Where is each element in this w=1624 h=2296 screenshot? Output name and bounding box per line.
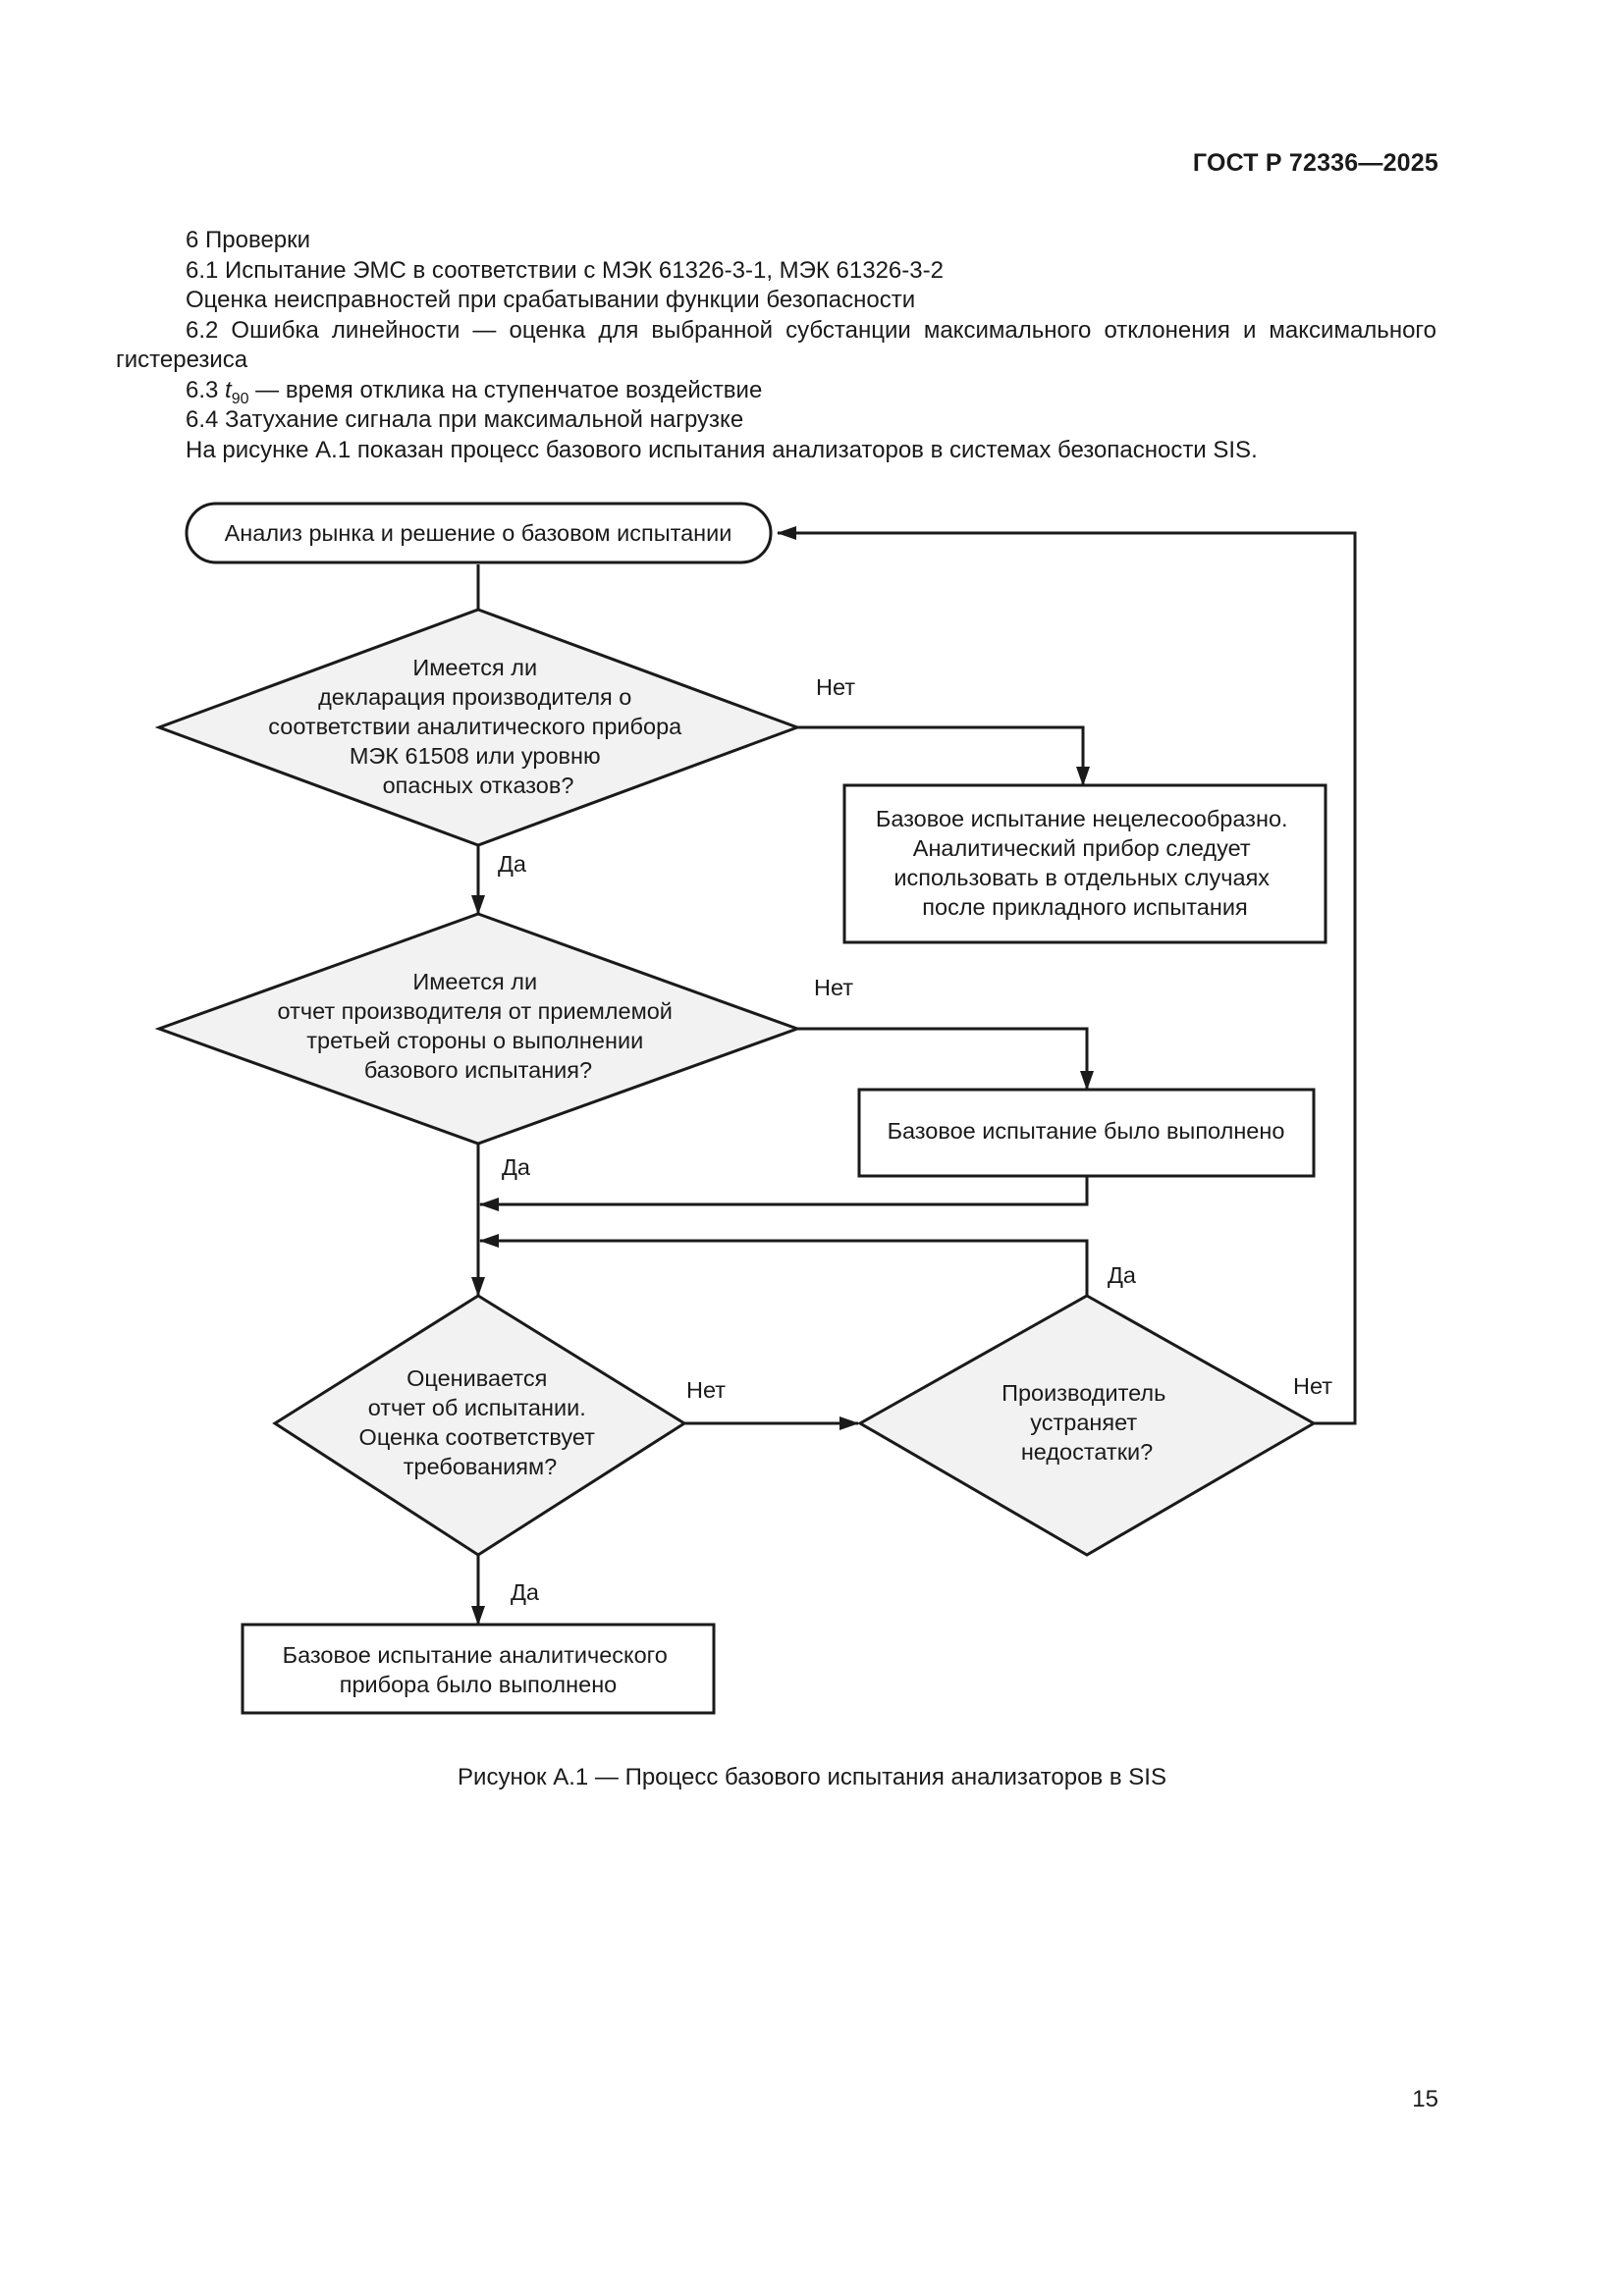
paragraph-figure-intro: На рисунке А.1 показан процесс базового … — [186, 436, 1258, 463]
arrow-box2-return — [479, 1176, 1089, 1211]
page-number: 15 — [1412, 2086, 1438, 2112]
paragraph-response-time: 6.3 t90 — время отклика на ступенчатое в… — [186, 376, 763, 407]
decision3-label: Оценивается отчет об испытании. Оценка с… — [359, 1365, 602, 1479]
paragraph-fault-assessment: Оценка неисправностей при срабатывании ф… — [186, 287, 916, 313]
label-no-decision4: Нет — [1293, 1373, 1332, 1399]
arrow-decision4-yes — [479, 1234, 1089, 1296]
arrow-decision2-no — [797, 1027, 1094, 1091]
box-final-test-done — [241, 1623, 716, 1715]
figure-caption: Рисунок А.1 — Процесс базового испытания… — [458, 1764, 1166, 1790]
paragraph-signal-attenuation: 6.4 Затухание сигнала при максимальной н… — [186, 406, 744, 433]
paragraph-linearity-error: 6.2 Ошибка линейности — оценка для выбра… — [116, 316, 1436, 374]
decision2-diamond — [154, 912, 802, 1146]
label-no-decision1: Нет — [816, 674, 855, 700]
label-yes-decision4: Да — [1108, 1262, 1137, 1288]
label-yes-decision2: Да — [502, 1154, 531, 1180]
arrow-decision4-no-loop — [777, 526, 1357, 1425]
start-terminal — [185, 502, 773, 564]
box-test-inexpedient-label: Базовое испытание нецелесообразно. Анали… — [876, 806, 1294, 920]
decision4-diamond — [856, 1294, 1318, 1557]
decision1-diamond — [154, 608, 802, 847]
decision1-label: Имеется ли декларация производителя о со… — [268, 655, 688, 798]
flowchart-connectors — [471, 526, 1357, 1626]
decision3-diamond — [272, 1294, 687, 1557]
box-test-inexpedient — [842, 783, 1327, 944]
start-terminal-label: Анализ рынка и решение о базовом испытан… — [225, 520, 732, 546]
arrow-decision1-no — [797, 725, 1090, 786]
paragraph-checks-heading: 6 Проверки — [186, 227, 311, 253]
label-no-decision3: Нет — [686, 1377, 726, 1403]
box-basic-test-done-label: Базовое испытание было выполнено — [888, 1118, 1285, 1144]
box-final-test-done-label: Базовое испытание аналитического прибора… — [283, 1642, 675, 1697]
paragraph-emc-test: 6.1 Испытание ЭМС в соответствии с МЭК 6… — [186, 256, 944, 284]
label-yes-decision3: Да — [511, 1579, 540, 1605]
label-yes-decision1: Да — [498, 851, 527, 877]
body-text: 6 Проверки 6.1 Испытание ЭМС в соответст… — [116, 226, 1436, 465]
label-no-decision2: Нет — [814, 975, 853, 1000]
document-code-header: ГОСТ Р 72336—2025 — [1192, 149, 1438, 177]
decision2-label: Имеется ли отчет производителя от приемл… — [278, 969, 679, 1083]
decision4-label: Производитель устраняет недостатки? — [1001, 1380, 1172, 1465]
box-basic-test-done — [857, 1088, 1316, 1178]
